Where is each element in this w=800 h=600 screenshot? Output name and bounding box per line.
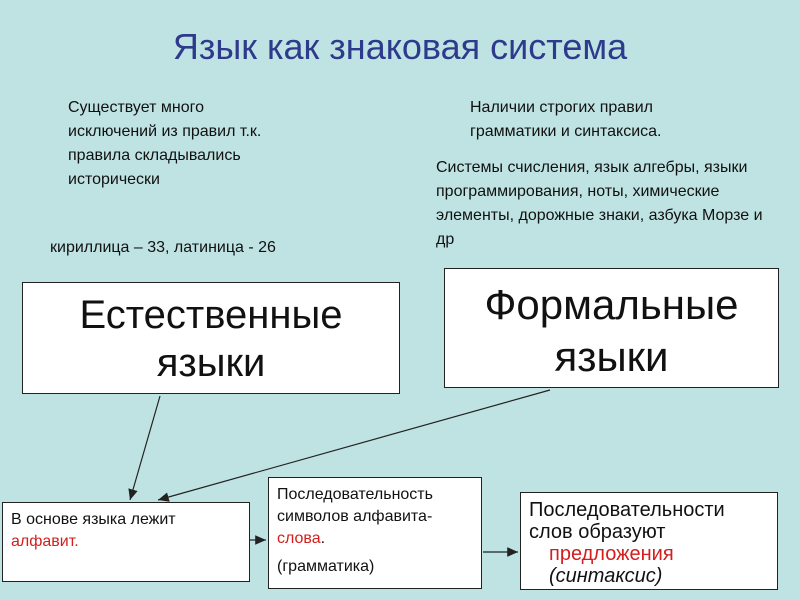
sentences-highlight: предложения [549,543,674,565]
alphabet-box: В основе языка лежит алфавит. [2,502,250,582]
formal-languages-box: Формальные языки [444,268,779,388]
natural-to-alphabet-arrow [128,395,161,501]
formal-examples-note: Системы счисления, язык алгебры, языки п… [436,159,763,248]
formal-box-line2: языки [554,333,669,380]
syntax-note: (синтаксис) [549,565,663,587]
sentences-box: Последовательности слов образуют предлож… [520,492,778,590]
formal-to-alphabet-arrow [157,389,551,502]
words-box: Последовательность символов алфавита- сл… [268,477,482,589]
words-box-text: Последовательность символов алфавита- [277,486,433,525]
alphabet-count-note: кириллица – 33, латиница - 26 [50,239,276,256]
alphabet-box-text: В основе языка лежит [11,511,176,528]
formal-box-line1: Формальные [484,281,739,328]
sentences-box-text: Последовательности слов образуют [529,499,725,543]
natural-languages-box: Естественные языки [22,282,400,394]
natural-box-line2: языки [156,341,266,385]
natural-box-line1: Естественные [79,293,343,337]
slide-title: Язык как знаковая система [172,26,628,67]
words-punct: . [320,530,326,547]
words-highlight: слова [277,530,321,547]
grammar-note: (грамматика) [277,558,375,575]
exceptions-note: Существует много исключений из правил т.… [68,99,262,188]
alphabet-highlight: алфавит. [11,533,79,550]
strict-rules-note: Наличии строгих правил грамматики и синт… [470,99,662,140]
